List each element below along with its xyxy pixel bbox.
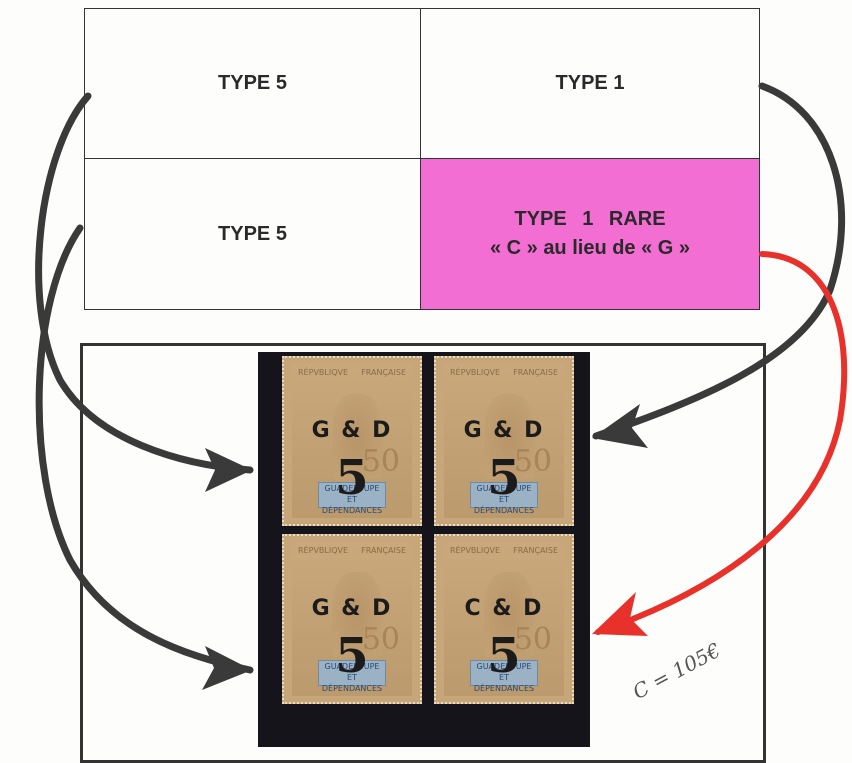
rare-title: TYPE 1 RARE [514, 208, 666, 230]
cell-top-left: TYPE 5 [85, 9, 421, 159]
stamp-bottom-right-variety: RÉPVBLIQVE FRANÇAISE 50 GUADELOUPE ET DÉP… [434, 534, 574, 704]
stamp-header-left: RÉPVBLIQVE [450, 368, 501, 377]
stamp-design: RÉPVBLIQVE FRANÇAISE 50 GUADELOUPE ET DÉP… [292, 542, 412, 696]
stamp-block-background: RÉPVBLIQVE FRANÇAISE 50 GUADELOUPE ET DÉP… [258, 352, 590, 747]
stamp-header-left: RÉPVBLIQVE [450, 546, 501, 555]
arrowhead-icon [205, 448, 252, 492]
stamp-country-label: GUADELOUPE ET DÉPENDANCES [318, 660, 386, 693]
stamp-header: RÉPVBLIQVE FRANÇAISE [298, 546, 406, 555]
allegory-figure [332, 394, 382, 479]
cell-top-right: TYPE 1 [421, 9, 759, 159]
stamp-country-label: GUADELOUPE ET DÉPENDANCES [318, 482, 386, 515]
overprint-value: 5 [487, 628, 521, 684]
arrow-type5-bottom [35, 224, 254, 674]
stamp-face-value: 50 [361, 622, 400, 657]
type-table: TYPE 5 TYPE 1 TYPE 5 TYPE 1 RARE « C » a… [84, 8, 760, 310]
stamp-header-right: FRANÇAISE [513, 546, 558, 555]
stamp-top-right: RÉPVBLIQVE FRANÇAISE 50 GUADELOUPE ET DÉP… [434, 356, 574, 526]
arrowhead-icon [592, 404, 648, 448]
overprint-letters: C & D [464, 596, 544, 621]
allegory-figure [484, 572, 534, 657]
stamp-face-value: 50 [361, 444, 400, 479]
stamp-design: RÉPVBLIQVE FRANÇAISE 50 GUADELOUPE ET DÉP… [444, 542, 564, 696]
arrowheads [202, 404, 648, 690]
overprint-letters: G & D [311, 596, 393, 621]
stamp-header-left: RÉPVBLIQVE [298, 546, 349, 555]
allegory-figure [332, 572, 382, 657]
stamp-face-value: 50 [513, 622, 552, 657]
stamp-country-label: GUADELOUPE ET DÉPENDANCES [470, 660, 538, 693]
cell-rare-highlight: TYPE 1 RARE « C » au lieu de « G » [421, 159, 759, 309]
stamp-header: RÉPVBLIQVE FRANÇAISE [298, 368, 406, 377]
stamp-design: RÉPVBLIQVE FRANÇAISE 50 GUADELOUPE ET DÉP… [444, 364, 564, 518]
stamp-design: RÉPVBLIQVE FRANÇAISE 50 GUADELOUPE ET DÉP… [292, 364, 412, 518]
arrow-type1 [592, 82, 845, 440]
cell-label: TYPE 1 [555, 72, 625, 94]
cell-label: TYPE 5 [218, 222, 287, 245]
cell-bottom-left: TYPE 5 [85, 159, 421, 309]
stamp-header: RÉPVBLIQVE FRANÇAISE [450, 368, 558, 377]
arrowhead-icon [202, 646, 252, 690]
arrow-type5-top [35, 92, 254, 474]
stamp-header: RÉPVBLIQVE FRANÇAISE [450, 546, 558, 555]
stamp-header-right: FRANÇAISE [513, 368, 558, 377]
allegory-figure [484, 394, 534, 479]
stamp-bottom-left: RÉPVBLIQVE FRANÇAISE 50 GUADELOUPE ET DÉP… [282, 534, 422, 704]
stamp-header-right: FRANÇAISE [361, 546, 406, 555]
stamp-face-value: 50 [513, 444, 552, 479]
overprint-value: 5 [335, 450, 369, 506]
arrowhead-icon [592, 592, 648, 636]
stamp-country-label: GUADELOUPE ET DÉPENDANCES [470, 482, 538, 515]
overprint-value: 5 [487, 450, 521, 506]
overprint-letters: G & D [311, 418, 393, 443]
overprint-value: 5 [335, 628, 369, 684]
stamp-header-right: FRANÇAISE [361, 368, 406, 377]
rare-description: « C » au lieu de « G » [489, 237, 691, 259]
stamp-top-left: RÉPVBLIQVE FRANÇAISE 50 GUADELOUPE ET DÉP… [282, 356, 422, 526]
arrow-rare-red [595, 251, 848, 635]
stamp-header-left: RÉPVBLIQVE [298, 368, 349, 377]
cell-label: TYPE 5 [218, 72, 287, 94]
overprint-letters: G & D [463, 418, 545, 443]
